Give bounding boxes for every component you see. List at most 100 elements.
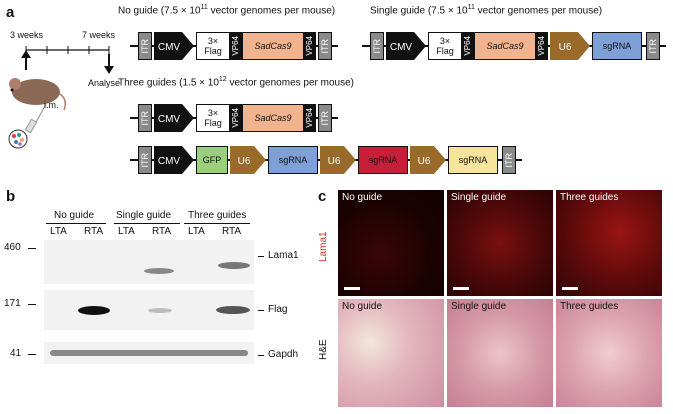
- svg-text:CMV: CMV: [390, 42, 413, 53]
- u6-promoter-arrow: U6: [550, 32, 590, 60]
- scale-bar: [562, 287, 578, 290]
- itr-element: ITR: [138, 32, 152, 60]
- panel-c-letter: c: [318, 188, 327, 205]
- sgrna-red: sgRNA: [358, 146, 408, 174]
- lane-label: LTA: [50, 226, 67, 237]
- mouse-illustration: [9, 78, 67, 134]
- sgrna-yellow: sgRNA: [448, 146, 498, 174]
- sadcas9-gene: SadCas9: [242, 32, 304, 60]
- route-label: i.m.: [44, 100, 59, 110]
- timeline-axis: [21, 46, 114, 74]
- blot-group-label: Three guides: [188, 210, 247, 221]
- lane-label: LTA: [188, 226, 205, 237]
- analyse-label: Analyse: [88, 78, 121, 88]
- image-label: Three guides: [560, 301, 619, 312]
- svg-text:U6: U6: [328, 156, 341, 167]
- cmv-promoter-arrow: CMV: [386, 32, 426, 60]
- vp64-domain: VP64: [304, 104, 316, 132]
- flag-tag: 3× Flag: [428, 32, 462, 60]
- vector-tube-icon: [8, 129, 28, 149]
- marker-label: 460: [4, 242, 21, 253]
- group-underline: [114, 223, 180, 224]
- lama1-image-three-guides: Three guides: [556, 190, 662, 296]
- protein-label: Flag: [268, 304, 288, 315]
- itr-element: ITR: [138, 104, 152, 132]
- panel-b-letter: b: [6, 188, 16, 205]
- lane-label: RTA: [222, 226, 242, 237]
- group-underline: [184, 223, 250, 224]
- band: [50, 350, 248, 356]
- row-label-he: H&E: [318, 339, 329, 360]
- image-label: No guide: [342, 192, 383, 203]
- lane-label: RTA: [84, 226, 104, 237]
- marker-tick: [28, 248, 36, 249]
- itr-element: ITR: [138, 146, 152, 174]
- lane-label: RTA: [152, 226, 172, 237]
- scale-bar: [453, 287, 469, 290]
- image-label: Single guide: [451, 301, 507, 312]
- itr-element: ITR: [646, 32, 660, 60]
- svg-text:U6: U6: [238, 156, 251, 167]
- protein-tick: [258, 310, 264, 311]
- lama1-blot: [44, 240, 254, 284]
- cmv-promoter-arrow: CMV: [154, 104, 194, 132]
- itr-element: ITR: [318, 104, 332, 132]
- vp64-domain: VP64: [230, 104, 242, 132]
- svg-text:U6: U6: [418, 156, 431, 167]
- itr-element: ITR: [502, 146, 516, 174]
- vp64-domain: VP64: [536, 32, 548, 60]
- u6-promoter-arrow: U6: [410, 146, 446, 174]
- timeline-start-label: 3 weeks: [10, 30, 44, 40]
- marker-label: 171: [4, 298, 21, 309]
- lane-label: LTA: [118, 226, 135, 237]
- cmv-promoter-arrow: CMV: [154, 32, 194, 60]
- gfp-gene: GFP: [196, 146, 228, 174]
- single-guide-construct-title: Single guide (7.5 × 1011 vector genomes …: [370, 4, 603, 17]
- band: [78, 306, 110, 315]
- vp64-domain: VP64: [462, 32, 474, 60]
- flag-blot: [44, 290, 254, 330]
- u6-promoter-arrow: U6: [230, 146, 266, 174]
- band: [216, 306, 250, 314]
- panel-a-letter: a: [6, 4, 15, 21]
- blot-group-label: No guide: [54, 210, 95, 221]
- gapdh-blot: [44, 342, 254, 364]
- svg-text:CMV: CMV: [158, 156, 181, 167]
- band: [148, 308, 172, 313]
- scale-bar: [344, 287, 360, 290]
- image-label: Single guide: [451, 192, 507, 203]
- cmv-promoter-arrow: CMV: [154, 146, 194, 174]
- svg-text:U6: U6: [559, 42, 572, 53]
- image-label: No guide: [342, 301, 383, 312]
- vp64-domain: VP64: [304, 32, 316, 60]
- svg-text:CMV: CMV: [158, 42, 181, 53]
- svg-text:CMV: CMV: [158, 114, 181, 125]
- no-guide-construct-title: No guide (7.5 × 1011 vector genomes per …: [118, 4, 336, 17]
- row-label-lama1: Lama1: [318, 231, 329, 262]
- itr-element: ITR: [370, 32, 384, 60]
- sadcas9-gene: SadCas9: [242, 104, 304, 132]
- sadcas9-gene: SadCas9: [474, 32, 536, 60]
- three-guides-construct-title: Three guides (1.5 × 1012 vector genomes …: [118, 76, 354, 89]
- protein-tick: [258, 355, 264, 356]
- blot-group-label: Single guide: [116, 210, 172, 221]
- sgrna-blue: sgRNA: [268, 146, 318, 174]
- protein-tick: [258, 256, 264, 257]
- u6-promoter-arrow: U6: [320, 146, 356, 174]
- marker-tick: [28, 304, 36, 305]
- he-image-no-guide: No guide: [338, 299, 444, 407]
- timeline-end-label: 7 weeks: [82, 30, 116, 40]
- lama1-image-single-guide: Single guide: [447, 190, 553, 296]
- itr-element: ITR: [318, 32, 332, 60]
- sgrna-blue: sgRNA: [592, 32, 642, 60]
- lama1-image-no-guide: No guide: [338, 190, 444, 296]
- protein-label: Gapdh: [268, 349, 299, 360]
- band: [218, 262, 250, 269]
- he-image-three-guides: Three guides: [556, 299, 662, 407]
- image-label: Three guides: [560, 192, 619, 203]
- band: [144, 268, 174, 274]
- flag-tag: 3× Flag: [196, 32, 230, 60]
- vp64-domain: VP64: [230, 32, 242, 60]
- group-underline: [46, 223, 106, 224]
- protein-label: Lama1: [268, 250, 299, 261]
